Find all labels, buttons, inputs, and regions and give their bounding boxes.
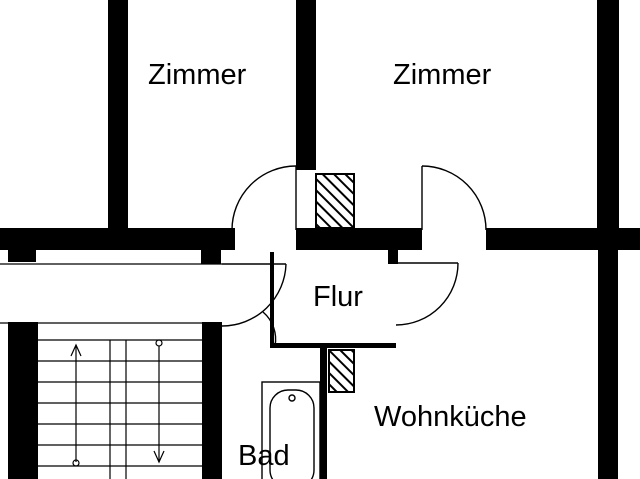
stair-arrow-up-icon [70, 343, 82, 467]
chimney-shaft-lower [328, 349, 355, 393]
wall-zimmer-right-east [597, 0, 619, 235]
wall-wohnkueche-east [598, 247, 618, 479]
wall-stub-mid [201, 244, 221, 264]
staircase [38, 339, 202, 479]
room-label-zimmer-right: Zimmer [393, 59, 492, 91]
wall-stub-flur [388, 244, 398, 264]
door-zimmer-left [231, 165, 297, 231]
chimney-shaft-upper [315, 173, 355, 229]
stair-arrow-down-icon [153, 339, 165, 464]
wall-horizontal-left [0, 228, 235, 250]
room-label-flur: Flur [313, 281, 363, 313]
wall-stair-east [202, 322, 222, 479]
wall-bad-divider [320, 348, 327, 479]
room-label-bad: Bad [238, 440, 290, 472]
door-entrance [221, 263, 287, 327]
flur-wall-west [270, 252, 274, 347]
doors [221, 165, 487, 347]
bathtub-icon [261, 381, 321, 479]
wall-horizontal-middle [296, 228, 422, 250]
door-wohnkueche [395, 262, 459, 326]
wall-stair-west [8, 322, 38, 479]
room-label-wohnkueche: Wohnküche [374, 401, 527, 433]
wall-horizontal-right [486, 228, 640, 250]
door-bad [262, 311, 277, 347]
room-label-zimmer-left: Zimmer [148, 59, 247, 91]
door-zimmer-right [421, 165, 487, 231]
flur-wall-south [270, 343, 396, 348]
wall-stub-left [8, 244, 36, 262]
wall-zimmer-divider [296, 0, 316, 170]
corridor-lines [0, 263, 222, 324]
wall-zimmer-left-west [108, 0, 128, 235]
